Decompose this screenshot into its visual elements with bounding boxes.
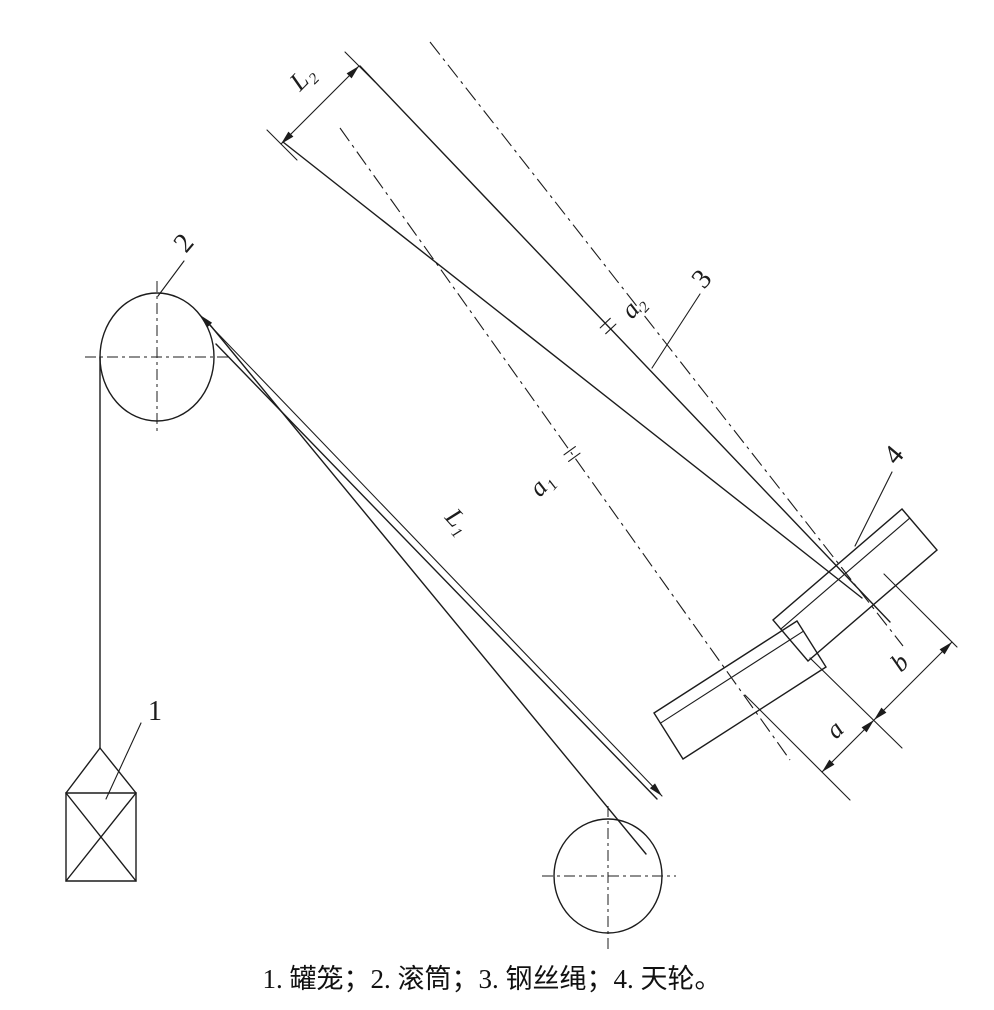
dim-l1-group: L₁ — [199, 314, 663, 797]
callout-2-drum: 2 — [168, 228, 201, 259]
cage-sling-left — [65, 747, 101, 794]
callout-3-leader — [651, 293, 701, 369]
dim-l1-label: L₁ — [439, 502, 477, 540]
sheave2-axis-line — [429, 41, 904, 647]
dim-l1-arrow-end — [649, 783, 662, 796]
callout-1-cage: 1 — [148, 696, 162, 727]
sheave-front-view-group — [542, 806, 676, 952]
dim-ab-extension-1 — [744, 694, 851, 801]
sheave2-rim-line — [780, 517, 911, 630]
dim-ab-group: a b — [744, 573, 958, 801]
dim-a2-label: a₂ — [615, 288, 651, 324]
dim-ab-extension-2 — [809, 657, 903, 749]
sheave1-rim-line — [659, 630, 804, 724]
rope-to-sheave1-a — [205, 319, 647, 855]
dim-l2-group: L₂ — [266, 51, 376, 161]
a1-tick-1 — [563, 446, 576, 456]
rope-to-sheave2-a — [359, 65, 891, 623]
dim-b-arrow-outer — [939, 642, 952, 655]
dim-l2-extension-1 — [266, 129, 298, 161]
cage-cross-brace-2 — [65, 792, 137, 882]
callout-2-leader — [157, 260, 185, 297]
sheave1-side-rect — [653, 620, 827, 760]
a1-tick-2 — [568, 452, 581, 462]
dim-l1-arrow-start — [200, 315, 213, 328]
callouts-group: 1 2 3 4 — [105, 228, 911, 800]
callout-4-leader — [854, 471, 893, 547]
head-sheaves-side-group — [653, 508, 938, 760]
callout-1-leader — [105, 722, 142, 800]
dim-a-arrow-inner — [861, 720, 874, 733]
dim-l2-arrow-top — [346, 66, 359, 79]
a2-tick-1 — [599, 317, 611, 329]
rope-to-sheave1-b — [215, 343, 658, 800]
dim-b-arrow-inner — [874, 707, 887, 720]
dim-l1-line — [199, 314, 663, 797]
dim-l2-label: L₂ — [283, 59, 321, 97]
callout-3-rope: 3 — [686, 264, 719, 295]
a2-tick-2 — [605, 323, 617, 335]
dim-b-label: b — [885, 648, 915, 678]
sheave1-axis-line — [339, 127, 791, 761]
dim-ab-extension-3 — [883, 573, 958, 648]
dim-l2-arrow-bottom — [281, 131, 294, 144]
deviation-marks-group: a₁ a₂ — [523, 288, 651, 502]
dim-l2-line — [280, 65, 360, 145]
cage-group — [65, 356, 137, 882]
dim-ab-line — [821, 641, 953, 773]
dim-a-arrow-outer — [822, 759, 835, 772]
sheave-axes-group — [339, 41, 904, 761]
dim-a1-label: a₁ — [523, 466, 559, 502]
rope-to-sheave2-b — [282, 141, 863, 599]
callout-4-sheave: 4 — [878, 440, 911, 471]
cage-sling-right — [99, 747, 137, 794]
dim-a-label: a — [820, 715, 850, 745]
dim-l2-extension-2 — [344, 51, 376, 83]
drum-group — [85, 281, 230, 434]
sheave2-side-rect — [772, 508, 938, 662]
wire-ropes-group — [205, 65, 891, 855]
legend-caption: 1. 罐笼；2. 滚筒；3. 钢丝绳；4. 天轮。 — [263, 964, 722, 994]
